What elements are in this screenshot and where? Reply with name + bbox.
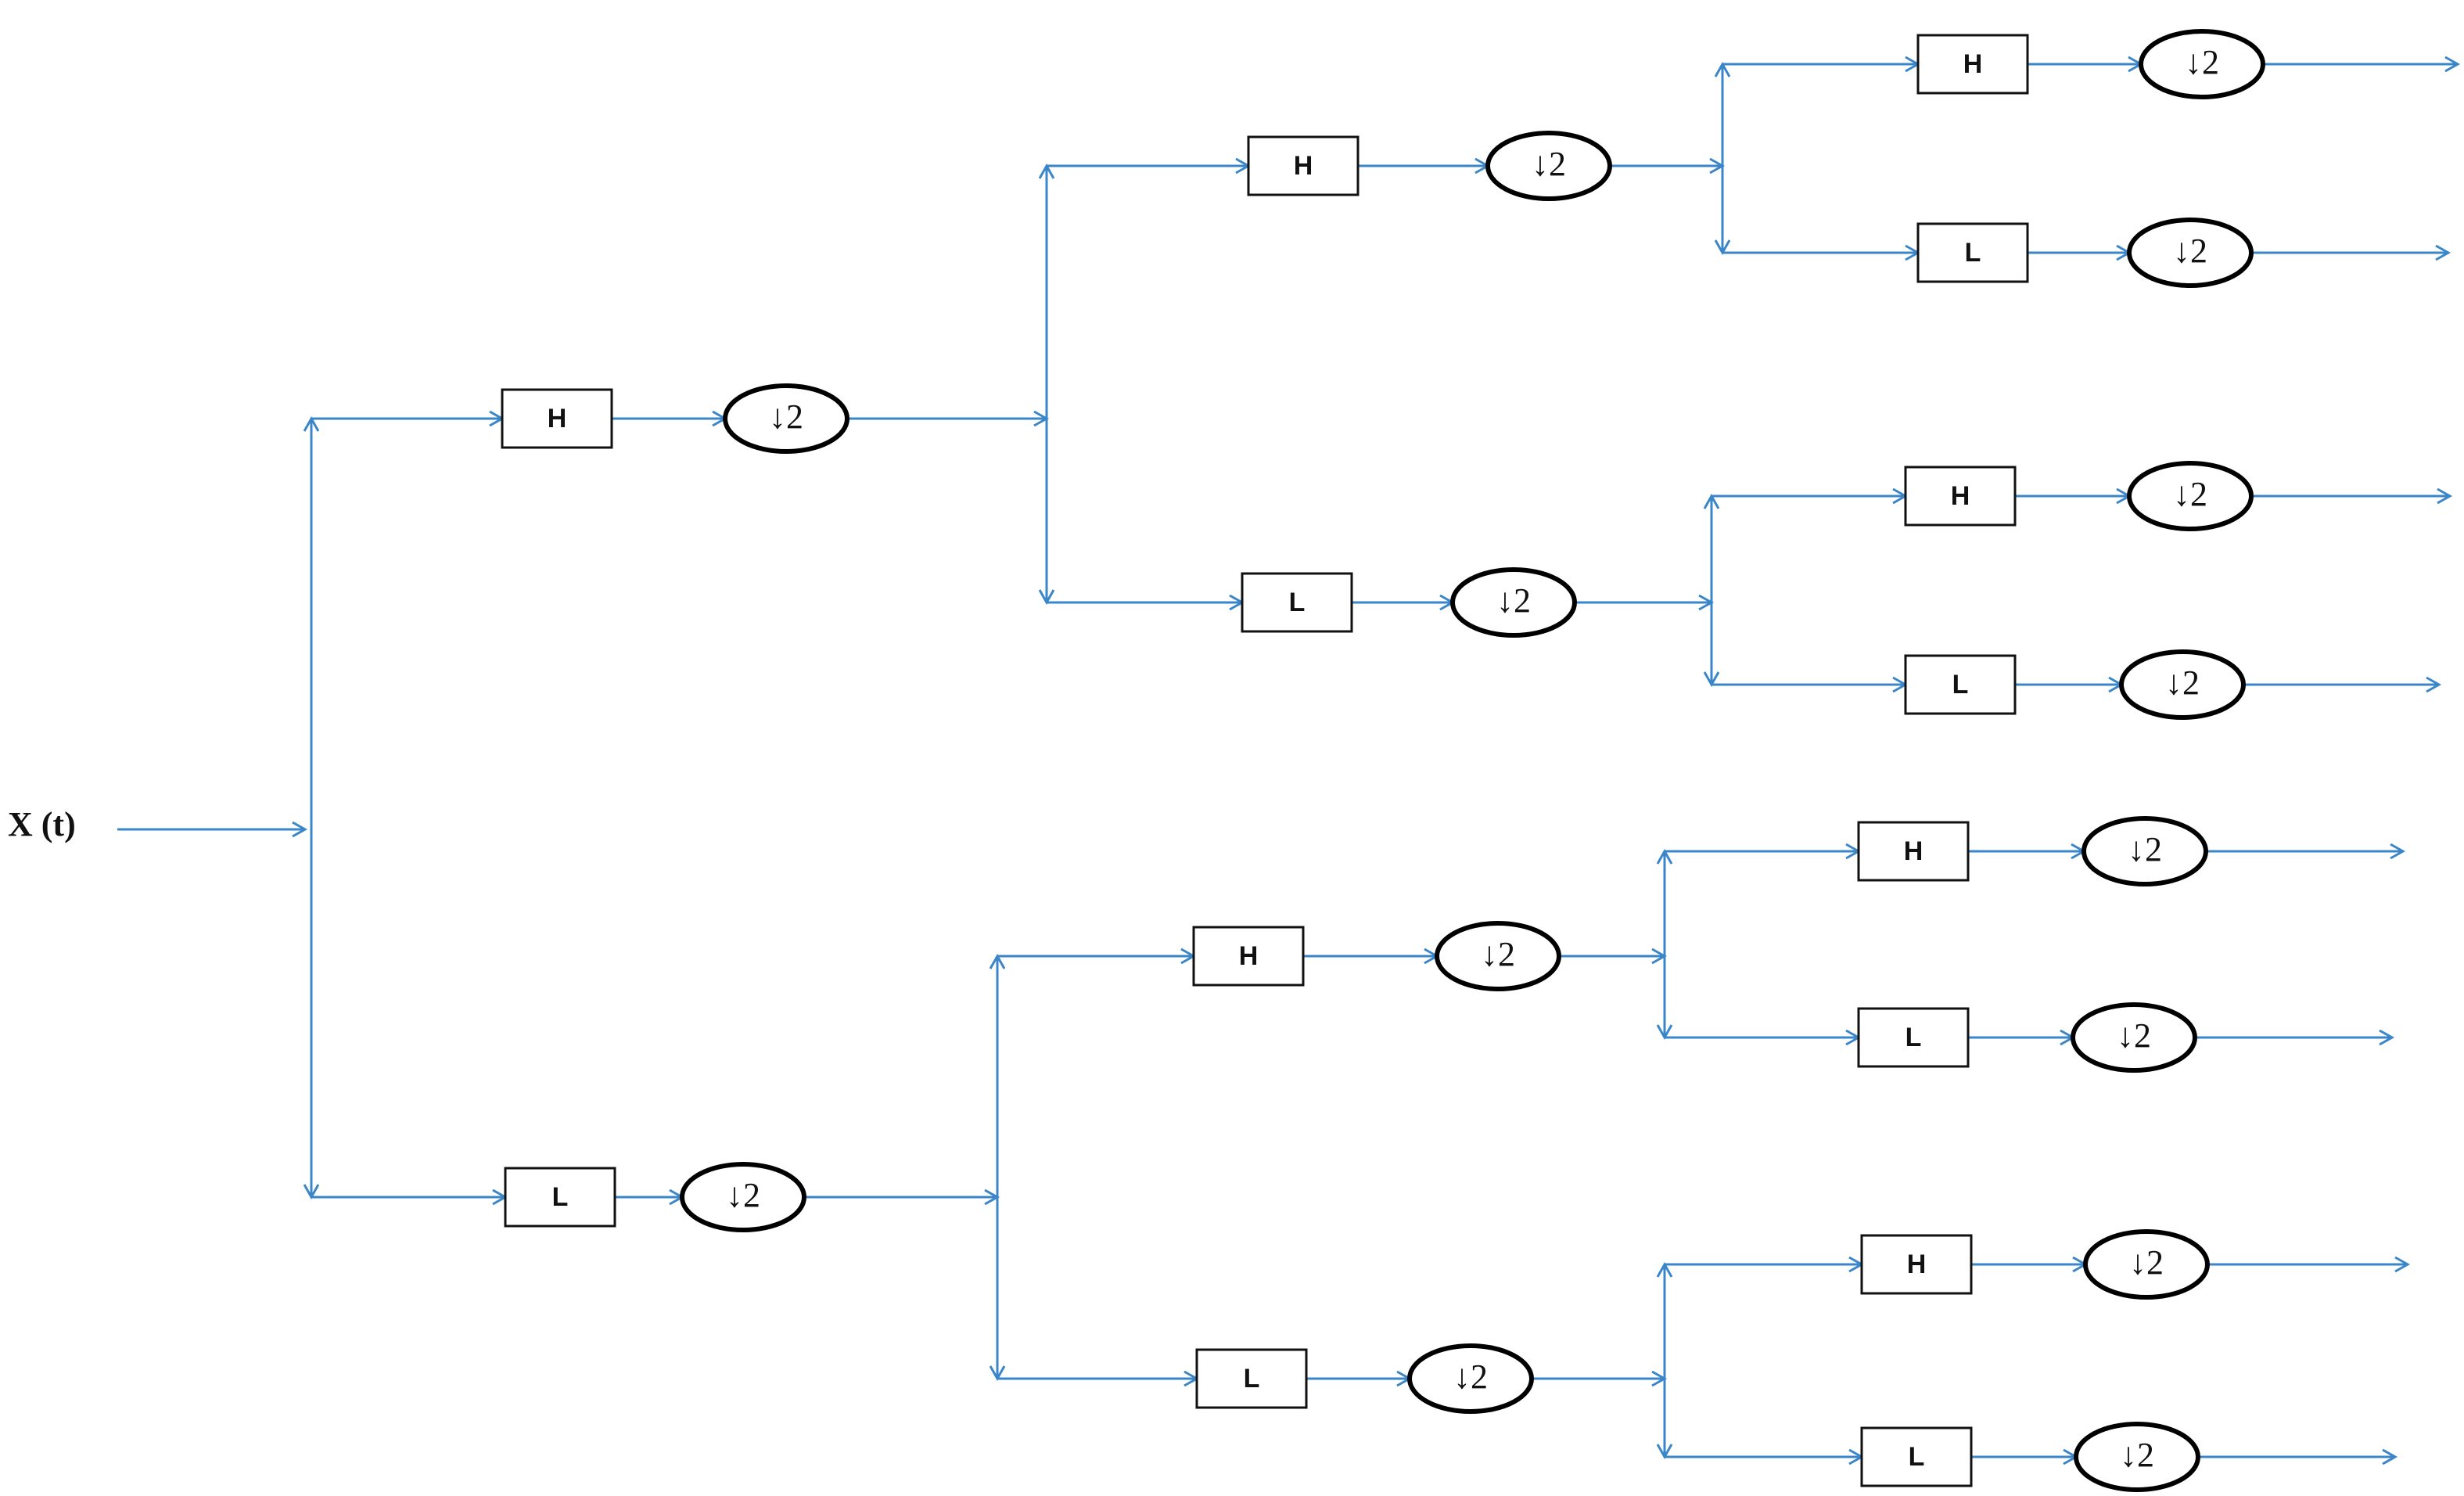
downsample-label: ↓2 xyxy=(2173,475,2207,513)
high-pass-filter-label: H xyxy=(1294,151,1313,181)
downsample-label: ↓2 xyxy=(769,397,803,436)
low-pass-filter: L xyxy=(504,1167,616,1228)
downsample-ellipse xyxy=(2127,218,2254,288)
low-pass-filter-label: L xyxy=(1952,670,1969,699)
high-pass-filter-label: H xyxy=(1907,1250,1927,1279)
high-pass-filter-label: H xyxy=(1904,836,1923,866)
downsample-ellipse xyxy=(680,1162,806,1232)
arrowhead-right xyxy=(2437,487,2453,505)
high-pass-filter: H xyxy=(1247,135,1360,196)
downsample-label: ↓2 xyxy=(2129,1243,2164,1282)
low-pass-filter-box xyxy=(504,1167,616,1228)
low-pass-filter-box xyxy=(1857,1007,1970,1068)
downsample-label: ↓2 xyxy=(2120,1436,2154,1474)
high-pass-filter: H xyxy=(1916,34,2029,95)
low-pass-filter: L xyxy=(1857,1007,1970,1068)
high-pass-filter: H xyxy=(1860,1234,1973,1295)
high-pass-filter-label: H xyxy=(1951,481,1970,511)
low-pass-filter: L xyxy=(1195,1348,1308,1409)
arrowhead-right xyxy=(2390,843,2406,860)
downsample-label: ↓2 xyxy=(726,1176,760,1214)
arrowhead-right xyxy=(2379,1029,2395,1046)
downsample-block: ↓2 xyxy=(2139,29,2265,99)
downsample-label: ↓2 xyxy=(1532,145,1566,183)
high-pass-filter-label: H xyxy=(1963,49,1983,79)
downsample-ellipse xyxy=(2127,461,2254,531)
downsample-label: ↓2 xyxy=(1496,581,1531,620)
downsample-ellipse xyxy=(1450,567,1577,638)
downsample-block: ↓2 xyxy=(1485,131,1612,201)
high-pass-filter-box xyxy=(1904,466,2017,527)
downsample-ellipse xyxy=(2119,649,2246,720)
arrowhead-right xyxy=(2444,56,2461,73)
high-pass-filter: H xyxy=(501,388,613,449)
high-pass-filter-box xyxy=(501,388,613,449)
input-signal-label: X (t) xyxy=(8,805,76,843)
downsample-block: ↓2 xyxy=(2127,218,2254,288)
downsample-block: ↓2 xyxy=(1407,1343,1534,1414)
high-pass-filter-label: H xyxy=(1239,941,1259,971)
low-pass-filter-label: L xyxy=(1244,1364,1260,1394)
downsample-block: ↓2 xyxy=(2081,816,2208,886)
low-pass-filter-label: L xyxy=(1905,1023,1922,1052)
high-pass-filter: H xyxy=(1192,926,1305,987)
downsample-block: ↓2 xyxy=(2071,1002,2197,1073)
downsample-label: ↓2 xyxy=(2185,43,2219,81)
downsample-block: ↓2 xyxy=(723,383,849,454)
downsample-ellipse xyxy=(2083,1229,2210,1300)
downsample-ellipse xyxy=(2074,1422,2200,1492)
low-pass-filter-box xyxy=(1241,572,1353,633)
low-pass-filter-box xyxy=(1860,1426,1973,1487)
downsample-label: ↓2 xyxy=(2165,663,2200,702)
high-pass-filter-box xyxy=(1860,1234,1973,1295)
low-pass-filter-label: L xyxy=(1289,588,1306,617)
low-pass-filter: L xyxy=(1904,654,2017,715)
processing-blocks: H↓2L↓2H↓2L↓2H↓2L↓2H↓2L↓2H↓2L↓2H↓2L↓2H↓2L… xyxy=(501,29,2265,1492)
downsample-ellipse xyxy=(1407,1343,1534,1414)
downsample-ellipse xyxy=(2139,29,2265,99)
downsample-ellipse xyxy=(2071,1002,2197,1073)
low-pass-filter-label: L xyxy=(1909,1442,1925,1472)
downsample-label: ↓2 xyxy=(2117,1016,2151,1055)
downsample-block: ↓2 xyxy=(2127,461,2254,531)
low-pass-filter-label: L xyxy=(1965,238,1981,268)
arrowhead-right xyxy=(2382,1448,2398,1465)
high-pass-filter: H xyxy=(1904,466,2017,527)
arrowhead-right xyxy=(2435,244,2451,261)
low-pass-filter-box xyxy=(1904,654,2017,715)
high-pass-filter-box xyxy=(1192,926,1305,987)
downsample-block: ↓2 xyxy=(2074,1422,2200,1492)
downsample-block: ↓2 xyxy=(1435,921,1561,991)
high-pass-filter-box xyxy=(1247,135,1360,196)
downsample-block: ↓2 xyxy=(2119,649,2246,720)
downsample-ellipse xyxy=(1435,921,1561,991)
high-pass-filter-label: H xyxy=(548,404,567,433)
low-pass-filter-label: L xyxy=(552,1182,569,1212)
high-pass-filter: H xyxy=(1857,821,1970,882)
downsample-ellipse xyxy=(1485,131,1612,201)
low-pass-filter-box xyxy=(1916,222,2029,283)
arrowhead-right xyxy=(292,821,308,838)
arrowhead-right xyxy=(2426,676,2442,693)
downsample-block: ↓2 xyxy=(1450,567,1577,638)
downsample-label: ↓2 xyxy=(1453,1358,1488,1396)
low-pass-filter-box xyxy=(1195,1348,1308,1409)
downsample-block: ↓2 xyxy=(2083,1229,2210,1300)
downsample-label: ↓2 xyxy=(2128,830,2162,868)
low-pass-filter: L xyxy=(1241,572,1353,633)
downsample-ellipse xyxy=(2081,816,2208,886)
downsample-label: ↓2 xyxy=(1481,935,1515,973)
downsample-ellipse xyxy=(723,383,849,454)
downsample-label: ↓2 xyxy=(2173,232,2207,270)
high-pass-filter-box xyxy=(1916,34,2029,95)
downsample-block: ↓2 xyxy=(680,1162,806,1232)
low-pass-filter: L xyxy=(1916,222,2029,283)
arrowhead-right xyxy=(2394,1256,2411,1273)
low-pass-filter: L xyxy=(1860,1426,1973,1487)
high-pass-filter-box xyxy=(1857,821,1970,882)
